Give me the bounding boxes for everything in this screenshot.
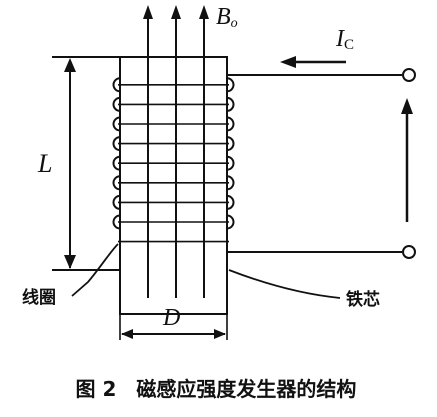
field-label-sub: o <box>231 16 238 31</box>
field-arrowheads <box>143 5 209 19</box>
coil-loop-left <box>112 155 121 171</box>
coil-label: 线圈 <box>22 287 56 308</box>
top-terminal <box>402 68 416 82</box>
coil-loop-right <box>226 77 235 93</box>
current-label-sub: C <box>344 37 354 53</box>
coil-loop-left <box>112 175 121 191</box>
field-label: Bo <box>216 4 238 31</box>
up-arrow-icon <box>199 5 209 19</box>
down-arrow-icon <box>64 255 76 269</box>
figure-caption: 图 2 磁感应强度发生器的结构 <box>76 377 357 401</box>
coil-loop-left <box>112 214 121 230</box>
coil-loop-right <box>226 155 235 171</box>
up-arrow-icon <box>171 5 181 19</box>
iron-core-body <box>119 56 228 315</box>
coil-loop-right <box>226 136 235 152</box>
up-arrow-icon <box>401 98 413 114</box>
left-arrow-icon <box>121 329 133 339</box>
coil-leader-line <box>71 243 119 297</box>
up-arrow-icon <box>64 58 76 72</box>
length-label: L <box>37 149 52 178</box>
iron-core-label: 铁芯 <box>346 289 380 310</box>
core-leader-line <box>228 269 341 299</box>
coil-windings <box>112 77 235 230</box>
left-arrow-icon <box>280 56 296 68</box>
current-label: IC <box>335 26 354 53</box>
coil-loop-right <box>226 175 235 191</box>
coil-loop-right <box>226 116 235 132</box>
coil-loop-right <box>226 214 235 230</box>
magnetic-field-lines <box>147 12 205 298</box>
up-arrow-icon <box>143 5 153 19</box>
coil-loop-right <box>226 96 235 112</box>
coil-loop-left <box>112 116 121 132</box>
coil-loop-left <box>112 194 121 210</box>
coil-loop-right <box>226 194 235 210</box>
diameter-label: D <box>162 305 180 331</box>
right-arrow-icon <box>214 329 226 339</box>
coil-loop-left <box>112 96 121 112</box>
current-label-main: I <box>335 26 345 52</box>
field-label-main: B <box>216 4 231 30</box>
bottom-terminal <box>402 245 416 259</box>
winding-passes <box>118 84 229 243</box>
coil-loop-left <box>112 77 121 93</box>
coil-loop-left <box>112 136 121 152</box>
